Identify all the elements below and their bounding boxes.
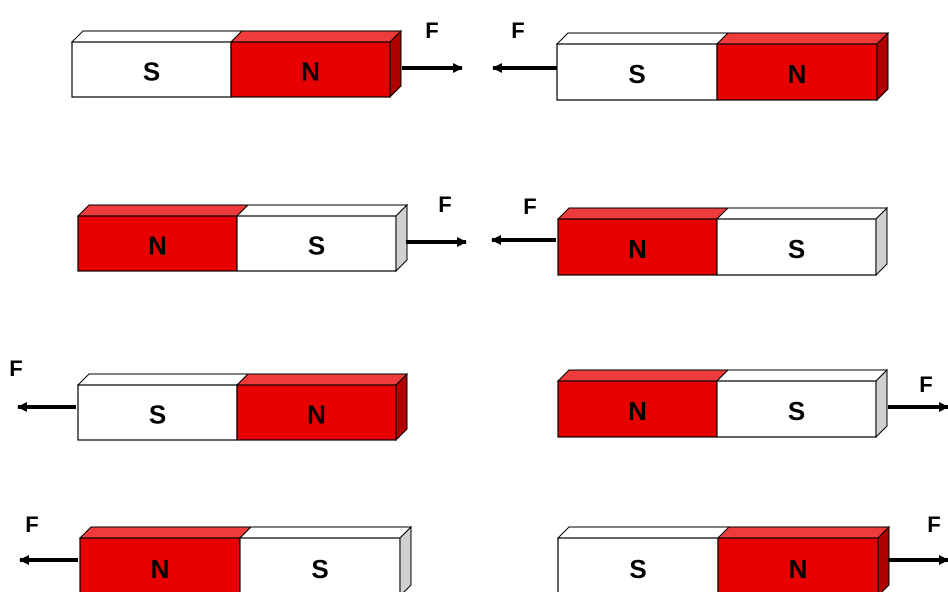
pole-label-south: S (311, 554, 328, 584)
pole-north-top-face (715, 32, 890, 45)
pole-south-segment (236, 215, 397, 272)
pole-north-top-face (556, 207, 730, 220)
pole-label-north: N (151, 554, 170, 584)
force-label: F (919, 372, 932, 397)
pole-north-segment (79, 537, 241, 592)
pole-south-top-face (235, 204, 409, 217)
pole-north-top-face (716, 526, 891, 539)
pole-label-north: N (628, 396, 647, 426)
magnet-end-face (875, 368, 888, 439)
pole-south-segment (716, 380, 877, 438)
force-label: F (25, 512, 38, 537)
pole-north-segment (230, 41, 391, 98)
pole-north-top-face (235, 373, 409, 386)
pole-north-segment (717, 537, 879, 592)
pole-label-north: N (628, 234, 647, 264)
force-label: F (523, 194, 536, 219)
pole-south-top-face (715, 207, 889, 220)
pole-south-top-face (715, 369, 889, 382)
magnet-end-face (389, 29, 402, 99)
pole-label-south: S (788, 396, 805, 426)
pole-label-north: N (789, 554, 808, 584)
pole-label-north: N (307, 400, 326, 430)
pole-south-top-face (70, 30, 244, 43)
pole-south-top-face (555, 32, 730, 45)
pole-south-top-face (76, 373, 250, 386)
magnet-end-face (877, 525, 890, 592)
magnet-end-face (395, 203, 408, 273)
pole-north-segment (557, 218, 718, 276)
pole-label-south: S (788, 234, 805, 264)
pole-south-segment (77, 384, 238, 441)
pole-label-north: N (788, 59, 807, 89)
magnet-end-face (399, 525, 412, 592)
force-label: F (425, 18, 438, 43)
force-label: F (511, 18, 524, 43)
pole-label-south: S (629, 554, 646, 584)
pole-label-south: S (149, 400, 166, 430)
pole-label-north: N (148, 231, 167, 261)
pole-north-segment (236, 384, 397, 441)
force-label: F (438, 192, 451, 217)
pole-label-south: S (308, 231, 325, 261)
force-label: F (9, 356, 22, 381)
pole-north-top-face (229, 30, 403, 43)
force-label: F (927, 512, 940, 537)
magnet-end-face (875, 206, 888, 277)
pole-label-south: S (143, 57, 160, 87)
pole-north-top-face (76, 204, 250, 217)
pole-north-segment (716, 43, 878, 101)
pole-label-north: N (301, 57, 320, 87)
pole-north-segment (557, 380, 718, 438)
pole-south-segment (71, 41, 232, 98)
pole-south-segment (557, 537, 719, 592)
magnet-end-face (395, 372, 408, 442)
pole-south-segment (239, 537, 401, 592)
pole-label-south: S (628, 59, 645, 89)
pole-north-top-face (556, 369, 730, 382)
pole-south-top-face (556, 526, 731, 539)
pole-north-top-face (78, 526, 253, 539)
pole-south-segment (556, 43, 718, 101)
magnet-end-face (876, 31, 889, 102)
pole-south-segment (716, 218, 877, 276)
pole-south-top-face (238, 526, 413, 539)
